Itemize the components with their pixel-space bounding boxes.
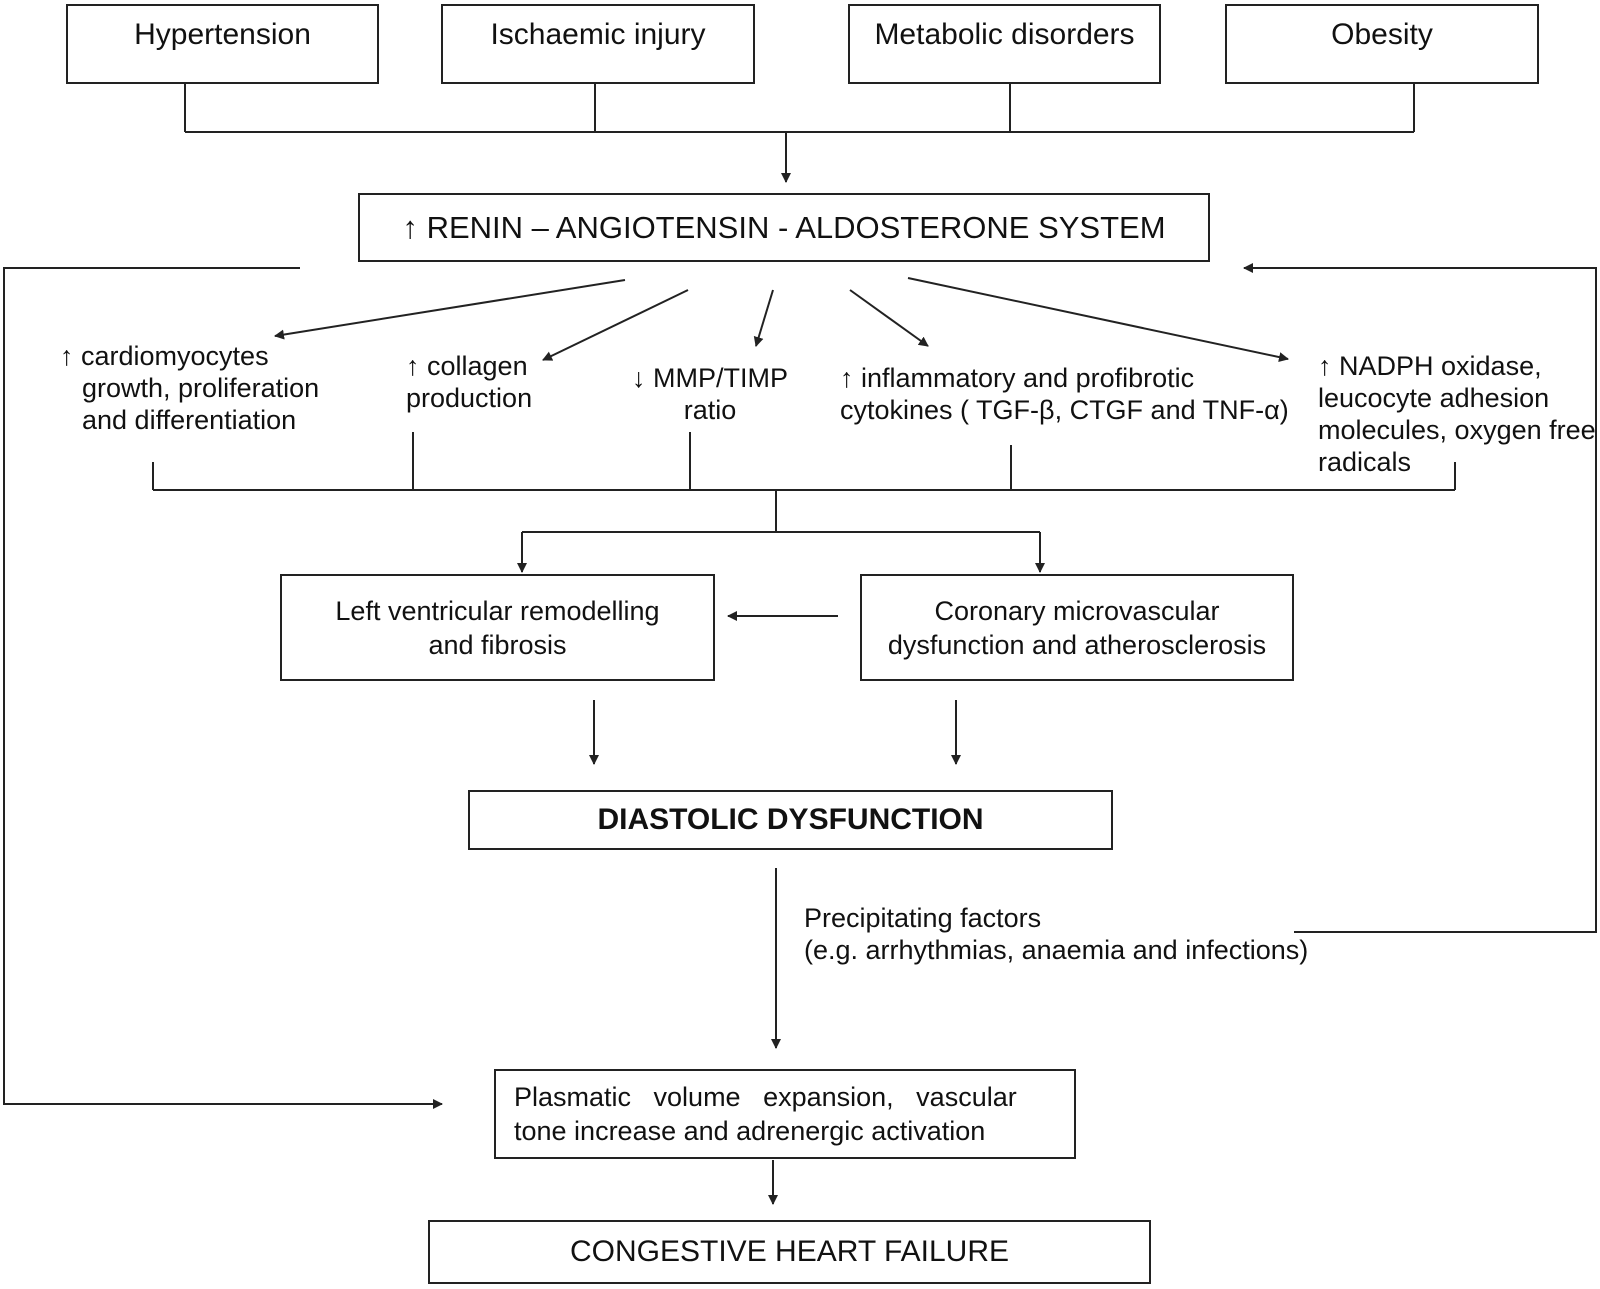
raas-box: ↑ RENIN – ANGIOTENSIN - ALDOSTERONE SYST… xyxy=(358,193,1210,262)
arrow-to-collagen xyxy=(542,289,689,361)
precipitating-factors-label: Precipitating factors (e.g. arrhythmias,… xyxy=(804,903,1309,965)
left-feedback-line xyxy=(3,267,443,1109)
cause-label: Hypertension xyxy=(134,18,311,51)
effect-mmp-timp: ↓ MMP/TIMP ratio xyxy=(632,363,788,425)
raas-label: ↑ RENIN – ANGIOTENSIN - ALDOSTERONE SYST… xyxy=(402,209,1166,245)
cause-label: Obesity xyxy=(1331,18,1433,51)
cause-box-hypertension: Hypertension xyxy=(66,4,379,84)
arrow-to-mmp xyxy=(753,289,774,347)
effect-nadph: ↑ NADPH oxidase, leucocyte adhesion mole… xyxy=(1318,351,1596,477)
cause-label: Ischaemic injury xyxy=(490,18,706,51)
cause-box-obesity: Obesity xyxy=(1225,4,1539,84)
cause-label: Metabolic disorders xyxy=(874,18,1135,51)
cause-box-ischaemic: Ischaemic injury xyxy=(441,4,755,84)
arrow-to-cardiomyocytes xyxy=(274,279,626,340)
lv-remodelling-box: Left ventricular remodelling and fibrosi… xyxy=(280,574,715,681)
right-feedback-line xyxy=(1243,263,1597,933)
plasmatic-expansion-box: Plasmatic volume expansion, vascular ton… xyxy=(494,1069,1076,1159)
chf-box: CONGESTIVE HEART FAILURE xyxy=(428,1220,1151,1284)
effect-cytokines: ↑ inflammatory and profibrotic cytokines… xyxy=(840,363,1289,425)
arrow-to-nadph xyxy=(907,277,1289,363)
coronary-box: Coronary microvascular dysfunction and a… xyxy=(860,574,1294,681)
diastolic-dysfunction-box: DIASTOLIC DYSFUNCTION xyxy=(468,790,1113,850)
effect-collagen: ↑ collagen production xyxy=(406,351,533,413)
arrow-to-cytokines xyxy=(849,289,929,347)
effect-cardiomyocytes: ↑ cardiomyocytes growth, proliferation a… xyxy=(60,341,320,435)
cause-box-metabolic: Metabolic disorders xyxy=(848,4,1161,84)
